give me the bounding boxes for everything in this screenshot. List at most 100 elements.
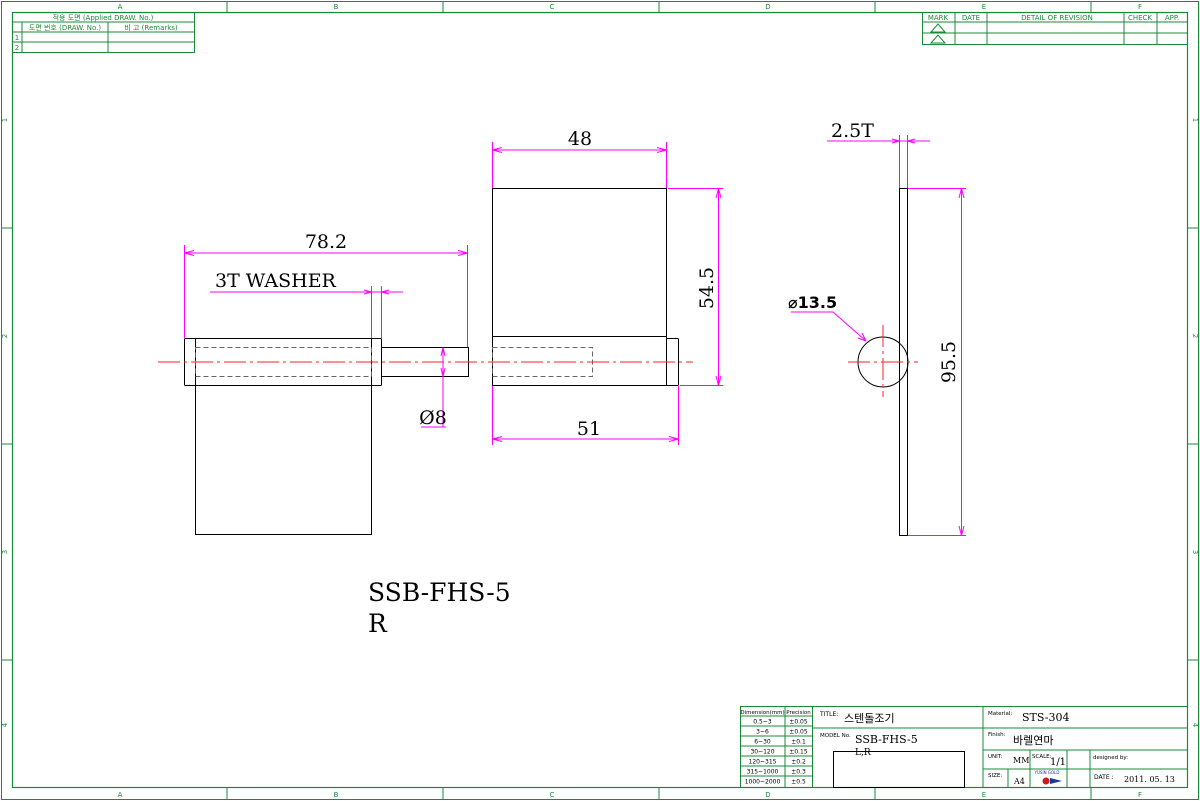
- tolerance-table: Dimension(mm) Precision 0.5~3 ±0.05 3~6 …: [740, 706, 813, 788]
- revision-header-date: DATE: [962, 14, 980, 22]
- model-label-line2: R: [368, 609, 388, 638]
- dimension-diameter-8: Ø8: [419, 347, 447, 429]
- tolerance-precision: ±0.3: [791, 769, 806, 776]
- model-field-label: MODEL No.: [820, 733, 851, 739]
- dimension-text: 2.5T: [831, 120, 874, 142]
- dimension-95-5: 95.5: [908, 188, 966, 536]
- title-field-label: TITLE:: [819, 711, 838, 718]
- zone-label: 2: [1, 334, 9, 338]
- zone-label: 2: [1191, 334, 1199, 338]
- dimension-3t-washer: 3T WASHER: [210, 270, 403, 338]
- zone-label: E: [982, 3, 986, 11]
- zone-label: A: [118, 3, 123, 11]
- dimension-text: 95.5: [938, 341, 960, 383]
- finish-field-label: Finish:: [988, 732, 1006, 738]
- zone-label: E: [982, 791, 986, 799]
- tolerance-precision: ±0.15: [789, 749, 808, 756]
- revision-header-mark: MARK: [928, 14, 949, 22]
- model-box: [833, 751, 965, 788]
- applied-table-col-drawing: 도면 번호 (DRAW. No.): [29, 23, 102, 32]
- logo-text: YUSIN GOLD: [1034, 770, 1060, 775]
- dimension-48: 48: [492, 128, 667, 188]
- pin-leaf-front-view: [184, 338, 469, 535]
- tolerance-precision: ±0.1: [791, 739, 806, 746]
- tolerance-range: 3~6: [756, 729, 769, 736]
- zone-label: 4: [1, 722, 9, 727]
- applied-table-row-number: 1: [15, 34, 19, 42]
- revision-header-detail: DETAIL OF REVISION: [1021, 14, 1093, 22]
- zone-label: 3: [1191, 550, 1199, 554]
- zone-label: A: [118, 791, 123, 799]
- dimension-text: 54.5: [696, 267, 718, 309]
- logo-mark-icon: [1042, 777, 1050, 785]
- dimension-text: ⌀13.5: [788, 293, 837, 312]
- revision-triangle-icon: [929, 34, 947, 44]
- tolerance-header: Precision: [786, 710, 811, 716]
- finish-value: 바렐연마: [1013, 734, 1053, 747]
- knuckle: [492, 336, 667, 386]
- applied-drawing-table: 적용 도면 (Applied DRAW. No.) 도면 번호 (DRAW. N…: [12, 12, 195, 53]
- zone-label: F: [1138, 791, 1142, 799]
- tolerance-range: 315~1000: [747, 769, 779, 776]
- unit-field-label: UNIT:: [988, 754, 1003, 760]
- revision-header-check: CHECK: [1128, 14, 1152, 22]
- size-field-label: SIZE:: [988, 773, 1002, 779]
- leaf-center-view: [492, 188, 679, 386]
- title-block: TITLE: 스텐돌조기 MODEL No. SSB-FHS-5 L,R Mat…: [812, 706, 1188, 788]
- dimension-54-5: 54.5: [668, 188, 723, 386]
- zone-label: B: [334, 3, 339, 11]
- dimension-51: 51: [492, 386, 679, 445]
- dimension-text: 51: [577, 418, 601, 440]
- material-value: STS-304: [1022, 711, 1070, 724]
- tolerance-precision: ±0.2: [791, 759, 806, 766]
- applied-table-col-remarks: 비 고 (Remarks): [124, 23, 178, 32]
- dimension-text: 78.2: [305, 231, 347, 253]
- leaf-plate: [492, 188, 667, 337]
- zone-label: C: [550, 3, 555, 11]
- tolerance-range: 6~30: [754, 739, 771, 746]
- zone-label: 1: [1191, 118, 1199, 122]
- unit-value: MM: [1013, 756, 1029, 765]
- zone-label: D: [765, 3, 770, 11]
- applied-table-row-number: 2: [15, 44, 19, 52]
- dimension-diameter-13-5: ⌀13.5: [788, 293, 867, 342]
- centerlines: [158, 325, 918, 397]
- tolerance-range: 0.5~3: [753, 719, 772, 726]
- date-value: 2011. 05. 13: [1124, 775, 1175, 784]
- tolerance-precision: ±0.5: [791, 779, 806, 786]
- dimension-2-5t: 2.5T: [827, 120, 930, 188]
- model-variant: L,R: [855, 748, 871, 758]
- scale-field-label: SCALE:: [1032, 754, 1052, 760]
- tolerance-range: 120~315: [749, 759, 777, 766]
- tolerance-header: Dimension(mm): [740, 710, 784, 716]
- drawing-title: 스텐돌조기: [844, 712, 895, 725]
- model-number: SSB-FHS-5: [855, 733, 918, 746]
- dimension-text: 48: [568, 128, 592, 150]
- revision-triangle-icon: [929, 23, 947, 33]
- date-field-label: DATE :: [1094, 774, 1114, 781]
- logo-arrow-icon: [1050, 778, 1062, 784]
- zone-label: F: [1138, 3, 1142, 11]
- zone-labels-left: 1 2 3 4: [1, 118, 9, 727]
- zone-label: D: [765, 791, 770, 799]
- designed-by-label: designed by:: [1093, 755, 1128, 761]
- tolerance-precision: ±0.05: [789, 729, 808, 736]
- zone-label: 1: [1, 118, 9, 122]
- dimension-78-2: 78.2: [184, 231, 468, 347]
- material-field-label: Material:: [988, 711, 1012, 717]
- zone-label: 3: [1, 550, 9, 554]
- zone-label: C: [550, 791, 555, 799]
- model-label-line1: SSB-FHS-5: [368, 578, 511, 607]
- model-label: SSB-FHS-5 R: [368, 578, 511, 638]
- size-value: A4: [1013, 777, 1025, 786]
- zone-label: 4: [1191, 723, 1199, 728]
- dimension-text: 3T WASHER: [215, 270, 337, 292]
- tolerance-precision: ±0.05: [789, 719, 808, 726]
- revision-table: MARK DATE DETAIL OF REVISION CHECK APP.: [922, 12, 1188, 45]
- zone-labels-bottom: A B C D E F: [118, 791, 1142, 799]
- company-logo: YUSIN GOLD: [1034, 770, 1062, 785]
- zone-label: B: [334, 791, 339, 799]
- scale-value: 1/1: [1050, 757, 1066, 768]
